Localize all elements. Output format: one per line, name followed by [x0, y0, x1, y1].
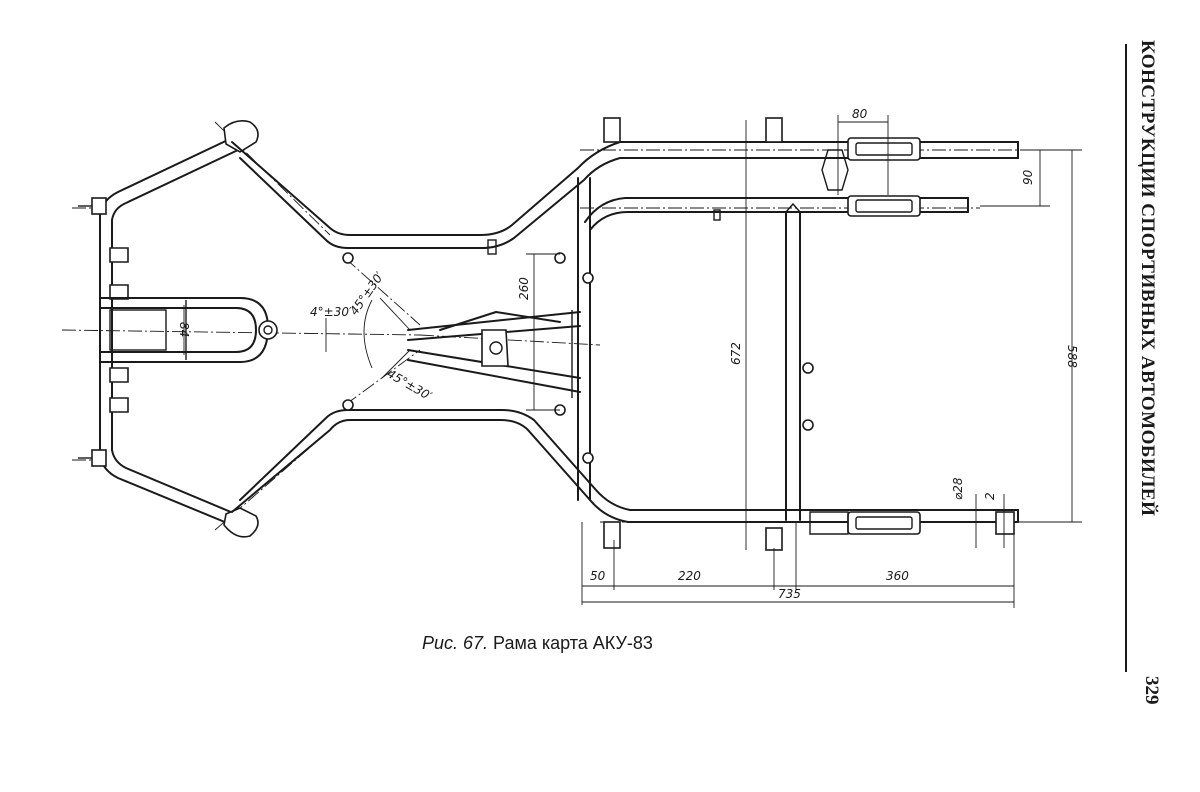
dim-84: 84: [177, 322, 191, 337]
running-head-rule: [1125, 44, 1127, 672]
lower-side-rail: [231, 409, 1019, 523]
center-lines: [61, 121, 1020, 531]
dim-672: 672: [729, 342, 743, 365]
rear-structure: [342, 117, 1015, 551]
dim-220: 220: [678, 569, 701, 583]
dimension-lines: [183, 115, 1082, 608]
steering-support: [407, 310, 581, 398]
dim-50: 50: [590, 569, 606, 583]
dim-2: 2: [983, 492, 997, 500]
dim-80: 80: [852, 107, 868, 121]
dim-diam-28: ⌀28: [951, 477, 965, 500]
dim-angle-45-upper: 45°±30′: [347, 269, 387, 318]
figure-caption: Рис. 67. Рама карта АКУ-83: [422, 633, 653, 654]
upper-side-rail: [231, 141, 1019, 255]
dimension-labels: 80 90 588 672 260 84 ⌀28 2 50 220 360 73…: [177, 107, 1079, 601]
dim-360: 360: [886, 569, 909, 583]
figure-number: Рис. 67.: [422, 633, 489, 653]
dim-angle-45-lower: 45°±30′: [385, 366, 435, 403]
dim-260: 260: [517, 277, 531, 300]
running-head: КОНСТРУКЦИИ СПОРТИВНЫХ АВТОМОБИЛЕЙ: [1137, 40, 1158, 517]
dim-588: 588: [1065, 345, 1079, 368]
dim-90: 90: [1021, 169, 1035, 185]
dim-735: 735: [778, 587, 801, 601]
dim-angle-4: 4°±30′: [310, 305, 352, 319]
figure-title: Рама карта АКУ-83: [488, 633, 653, 653]
front-frame: [78, 120, 278, 538]
page-number: 329: [1141, 676, 1162, 705]
